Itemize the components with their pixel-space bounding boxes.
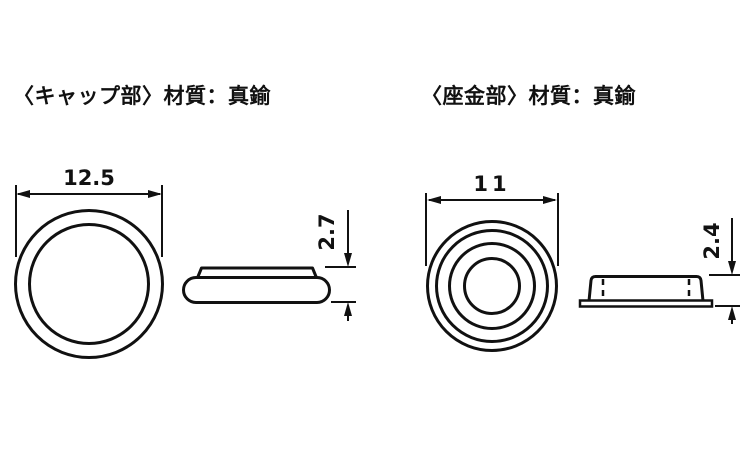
cap-inner-circle [28, 223, 150, 345]
extension-line [325, 266, 356, 268]
dimension-line [18, 193, 160, 195]
arrowhead-left-icon [427, 196, 441, 204]
washer-ring-circle [435, 229, 549, 343]
arrowhead-down-icon [344, 253, 352, 267]
cap-height-label: 2.7 [315, 213, 339, 251]
arrowhead-up-icon [728, 306, 736, 320]
dimension-line [347, 210, 349, 255]
dimension-line [731, 320, 733, 324]
extension-line [161, 185, 163, 257]
washer-side-base-plate [578, 299, 714, 308]
washer-boss-circle [448, 242, 536, 330]
extension-line [557, 193, 559, 266]
arrowhead-right-icon [543, 196, 557, 204]
dimension-line [347, 316, 349, 321]
cap-outer-circle [14, 209, 164, 359]
cap-section-title: 〈キャップ部〉材質：真鍮 [13, 84, 271, 108]
washer-diameter-label: 11 [473, 172, 511, 196]
extension-line [425, 193, 427, 266]
washer-outer-circle [426, 220, 558, 352]
arrowhead-down-icon [728, 261, 736, 275]
extension-line [709, 274, 740, 276]
washer-hole-circle [463, 257, 521, 315]
cap-side-view [182, 266, 331, 304]
washer-side-view [578, 275, 714, 308]
cap-diameter-label: 12.5 [63, 166, 115, 190]
extension-line [331, 301, 356, 303]
arrowhead-up-icon [344, 302, 352, 316]
cap-side-body [182, 276, 331, 304]
extension-line [715, 305, 740, 307]
dimension-line [429, 199, 555, 201]
washer-section-title: 〈座金部〉材質：真鍮 [421, 84, 636, 108]
arrowhead-left-icon [16, 190, 30, 198]
washer-side-body [587, 275, 705, 303]
arrowhead-right-icon [148, 190, 162, 198]
dimension-line [731, 218, 733, 262]
extension-line [15, 185, 17, 257]
washer-height-label: 2.4 [700, 222, 724, 260]
